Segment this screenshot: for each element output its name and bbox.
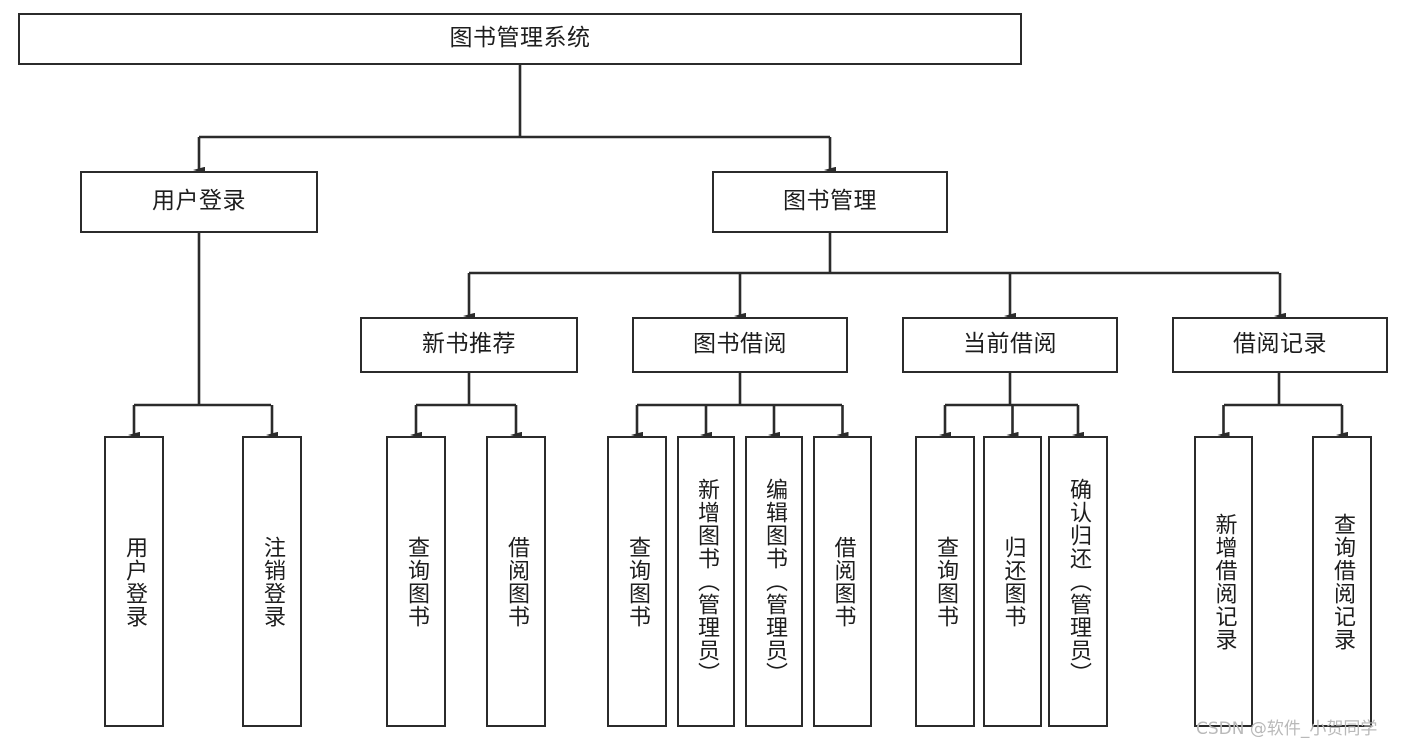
leaf-query-book-current-label: 查询图书 <box>932 535 958 628</box>
node-book-management-label: 图书管理 <box>783 188 877 215</box>
leaf-confirm-return-label: 确认归还（管理员） <box>1065 478 1091 685</box>
csdn-watermark: CSDN @软件_小贺同学 <box>1196 719 1378 739</box>
node-user-login[interactable]: 用户登录 <box>80 171 318 233</box>
leaf-add-record-label: 新增借阅记录 <box>1211 512 1237 651</box>
node-current-borrow-label: 当前借阅 <box>963 331 1057 358</box>
leaf-query-record[interactable]: 查询借阅记录 <box>1312 436 1372 727</box>
leaf-add-record[interactable]: 新增借阅记录 <box>1194 436 1253 727</box>
leaf-add-book-label: 新增图书（管理员） <box>693 478 719 685</box>
leaf-logout[interactable]: 注销登录 <box>242 436 302 727</box>
leaf-query-book-borrow[interactable]: 查询图书 <box>607 436 667 727</box>
leaf-confirm-return[interactable]: 确认归还（管理员） <box>1048 436 1108 727</box>
leaf-edit-book-label: 编辑图书（管理员） <box>761 478 787 685</box>
leaf-return-book[interactable]: 归还图书 <box>983 436 1042 727</box>
node-root[interactable]: 图书管理系统 <box>18 13 1022 65</box>
leaf-query-book-rec-label: 查询图书 <box>403 535 429 628</box>
leaf-return-book-label: 归还图书 <box>1000 535 1026 628</box>
node-borrow-records[interactable]: 借阅记录 <box>1172 317 1388 373</box>
node-book-management[interactable]: 图书管理 <box>712 171 948 233</box>
leaf-query-record-label: 查询借阅记录 <box>1329 512 1355 651</box>
node-new-book-recommend[interactable]: 新书推荐 <box>360 317 578 373</box>
leaf-borrow-book-rec[interactable]: 借阅图书 <box>486 436 546 727</box>
leaf-borrow-book-rec-label: 借阅图书 <box>503 535 529 628</box>
leaf-borrow-book-label: 借阅图书 <box>830 535 856 628</box>
node-borrow-records-label: 借阅记录 <box>1233 331 1327 358</box>
node-book-borrow[interactable]: 图书借阅 <box>632 317 848 373</box>
node-root-label: 图书管理系统 <box>449 25 591 52</box>
leaf-add-book[interactable]: 新增图书（管理员） <box>677 436 735 727</box>
leaf-borrow-book[interactable]: 借阅图书 <box>813 436 872 727</box>
leaf-query-book-current[interactable]: 查询图书 <box>915 436 975 727</box>
node-current-borrow[interactable]: 当前借阅 <box>902 317 1118 373</box>
node-book-borrow-label: 图书借阅 <box>693 331 787 358</box>
leaf-logout-label: 注销登录 <box>259 535 285 628</box>
leaf-user-login[interactable]: 用户登录 <box>104 436 164 727</box>
edges-group <box>128 65 1348 439</box>
node-new-book-recommend-label: 新书推荐 <box>422 331 516 358</box>
node-user-login-label: 用户登录 <box>152 188 246 215</box>
leaf-query-book-borrow-label: 查询图书 <box>624 535 650 628</box>
leaf-query-book-rec[interactable]: 查询图书 <box>386 436 446 727</box>
leaf-edit-book[interactable]: 编辑图书（管理员） <box>745 436 803 727</box>
leaf-user-login-label: 用户登录 <box>121 535 147 628</box>
